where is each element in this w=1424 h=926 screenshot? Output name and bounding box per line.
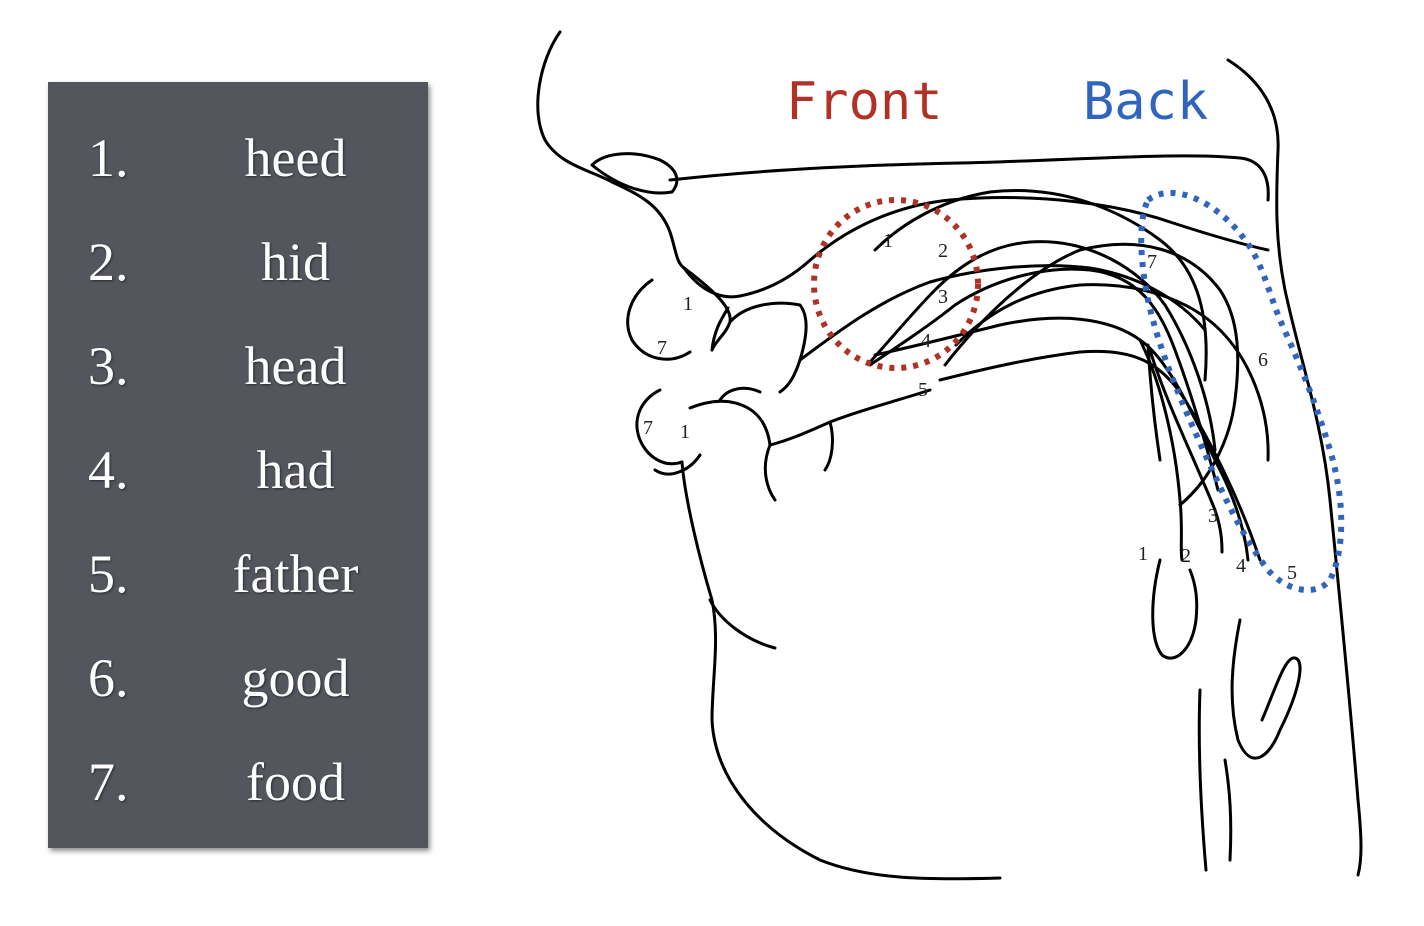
front-contour-number: 2 [938, 240, 948, 262]
word-text: had [256, 440, 335, 500]
front-contour-number: 1 [883, 230, 893, 252]
lower-lip-number: 1 [680, 421, 690, 443]
word-text: good [241, 648, 350, 708]
front-contour-number: 3 [938, 286, 948, 308]
back-contour-number: 7 [1147, 251, 1157, 273]
word-list-item: 2. hid [48, 222, 428, 302]
back-contour-numbers: 7 6 [1147, 251, 1268, 371]
word-number: 6. [88, 648, 129, 708]
root-contour-number: 4 [1236, 555, 1246, 577]
upper-lip-number: 7 [657, 337, 667, 359]
head-outline [536, 30, 1363, 881]
front-contour-number: 5 [918, 379, 928, 401]
word-list-item: 1. heed [48, 118, 428, 198]
root-contour-number: 3 [1208, 505, 1218, 527]
word-number: 4. [88, 440, 129, 500]
back-region-label: Back [1083, 72, 1209, 132]
root-contour-number: 1 [1138, 543, 1148, 565]
back-region-outline [1138, 189, 1345, 593]
word-list-item: 4. had [48, 430, 428, 510]
word-list-item: 5. father [48, 534, 428, 614]
word-list-panel: 1. heed 2. hid 3. head 4. had 5. father … [48, 82, 428, 848]
word-text: heed [244, 128, 347, 188]
word-text: hid [260, 232, 330, 292]
word-text: food [246, 752, 345, 812]
word-number: 2. [88, 232, 129, 292]
lip-numbers: 1 7 7 1 [643, 293, 693, 443]
word-list-item: 6. good [48, 638, 428, 718]
word-number: 1. [88, 128, 129, 188]
word-text: father [232, 544, 359, 604]
root-contour-number: 2 [1181, 545, 1191, 567]
front-contour-number: 4 [921, 330, 931, 352]
front-region-label: Front [786, 72, 943, 132]
front-contour-numbers: 1 2 3 4 5 [883, 230, 948, 401]
lower-lip-number: 7 [643, 417, 653, 439]
word-text: head [244, 336, 347, 396]
word-number: 3. [88, 336, 129, 396]
root-contour-number: 5 [1287, 562, 1297, 584]
word-list-item: 3. head [48, 326, 428, 406]
back-contour-number: 6 [1258, 349, 1268, 371]
upper-lip-number: 1 [683, 293, 693, 315]
word-number: 5. [88, 544, 129, 604]
word-list-item: 7. food [48, 742, 428, 822]
word-number: 7. [88, 752, 129, 812]
front-region-circle [811, 197, 981, 371]
root-contour-numbers: 1 2 3 4 5 [1138, 505, 1297, 584]
